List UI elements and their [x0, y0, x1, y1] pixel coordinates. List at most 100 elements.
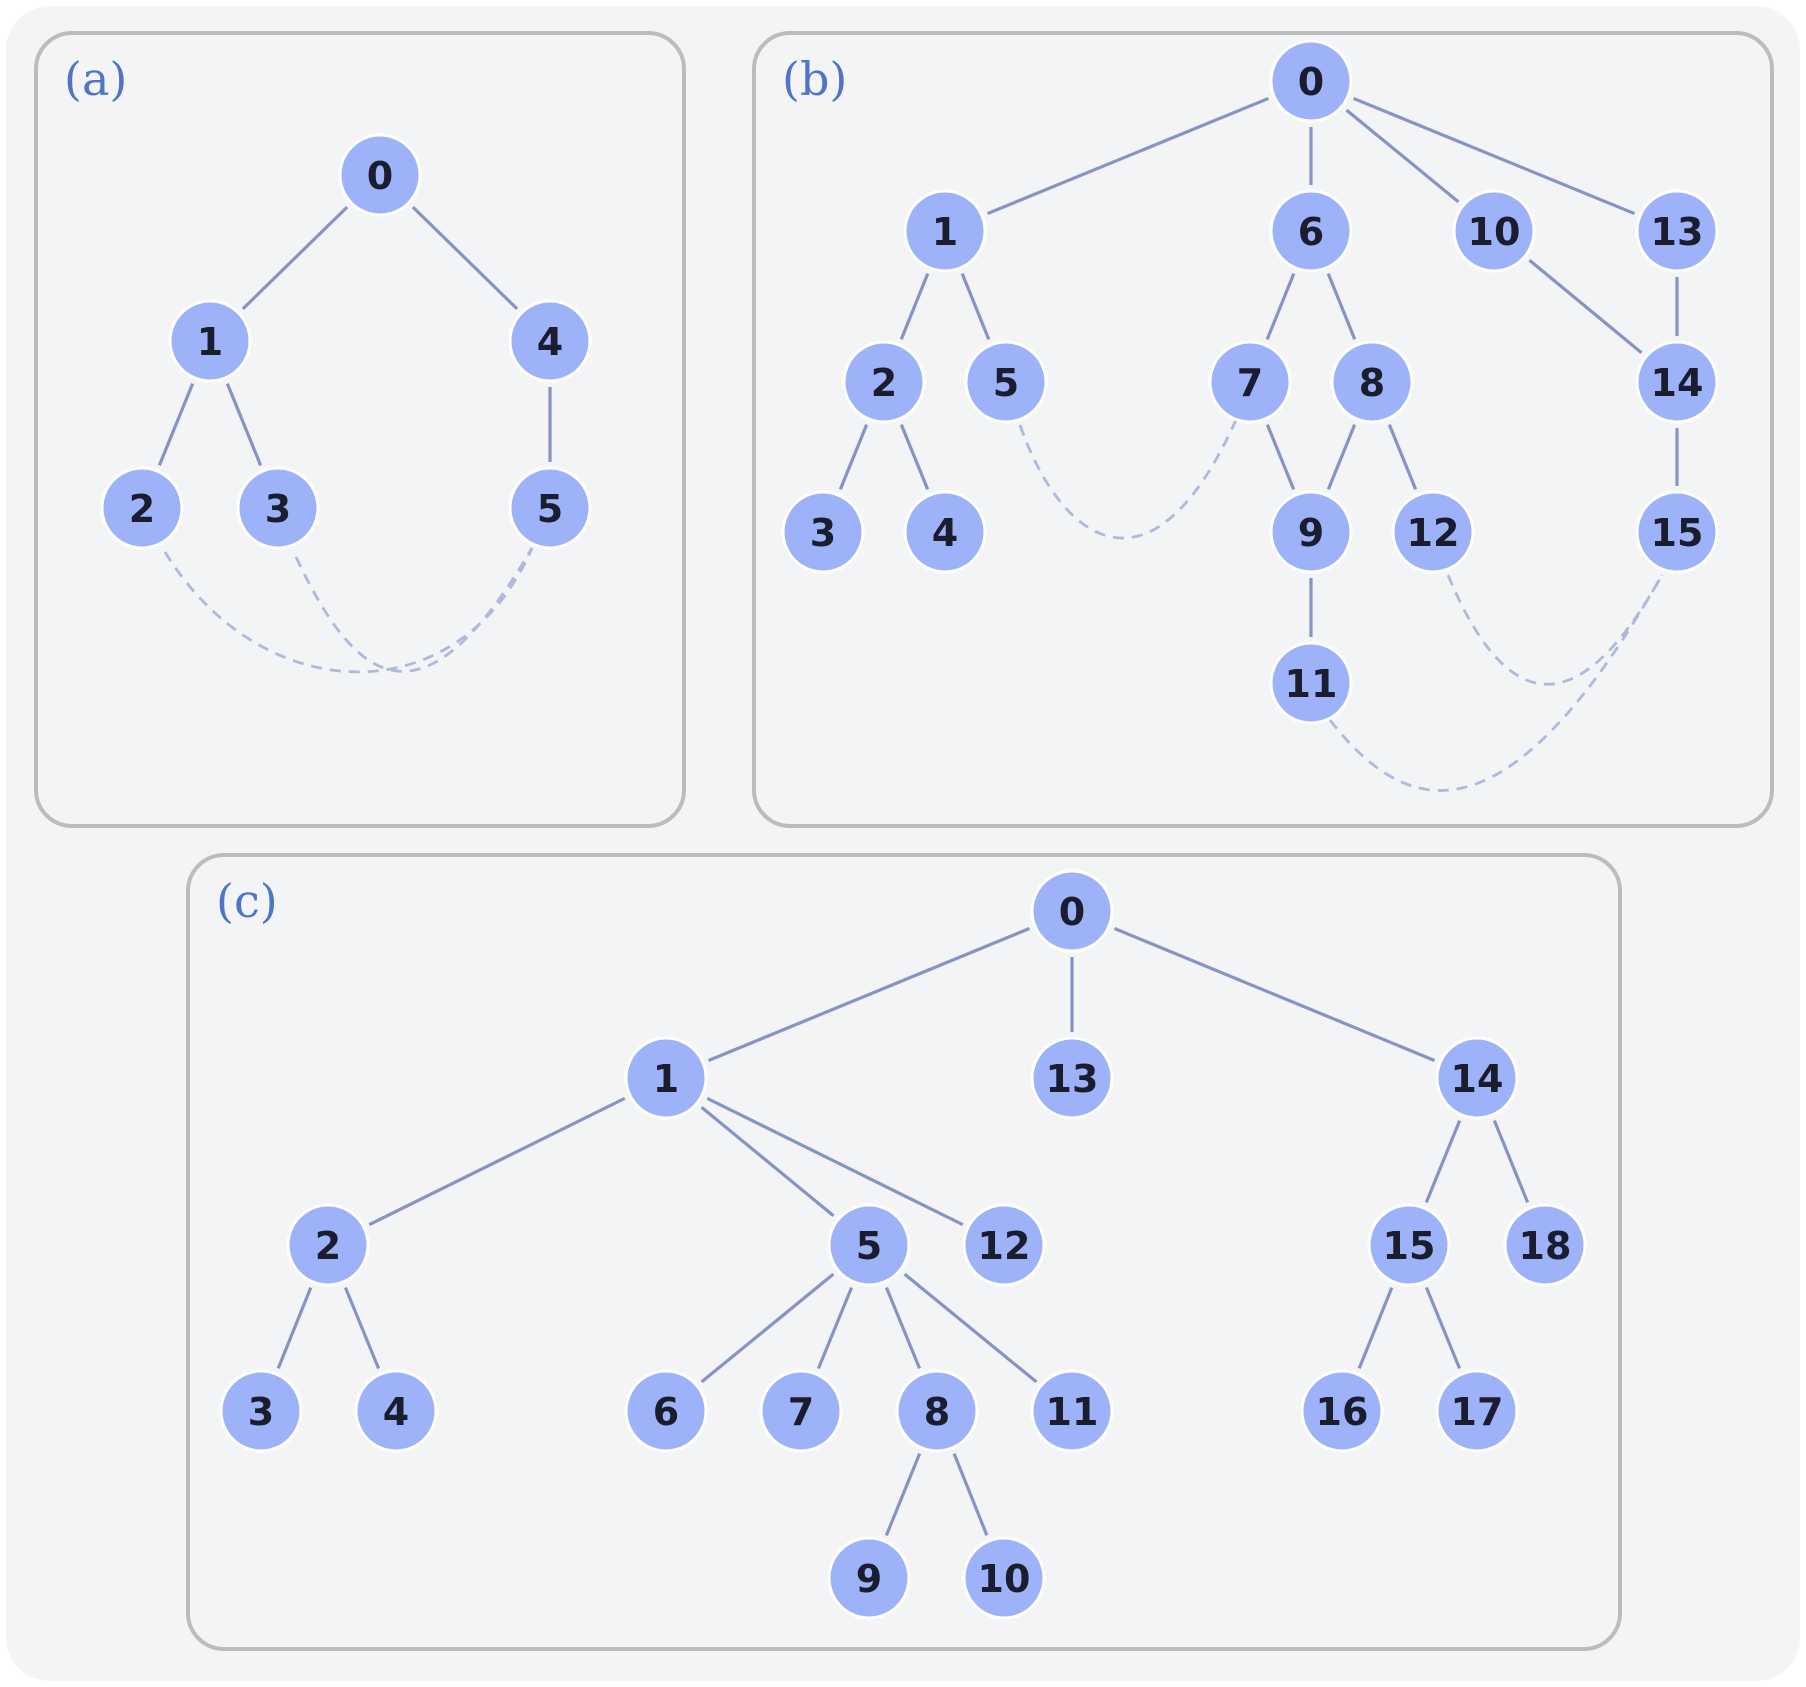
- node-circle: [1330, 340, 1414, 424]
- node-label: 8: [924, 1390, 950, 1434]
- node-circle: [1435, 1369, 1519, 1453]
- panel-a-edge-1-2: [157, 383, 195, 466]
- node-circle: [1435, 1036, 1519, 1120]
- node-label: 5: [993, 361, 1019, 405]
- node-circle: [903, 189, 987, 273]
- panel-c-node-9: 9: [827, 1536, 911, 1620]
- panel-b-node-10: 10: [1452, 189, 1536, 273]
- panel-c-edge-1-5: [700, 1105, 835, 1218]
- panel-b-node-9: 9: [1269, 490, 1353, 574]
- panel-b-node-6: 6: [1269, 189, 1353, 273]
- node-label: 1: [653, 1057, 679, 1101]
- node-circle: [1269, 189, 1353, 273]
- node-label: 6: [653, 1390, 679, 1434]
- node-circle: [338, 133, 422, 217]
- panel-a-dashed-edge-3-5: [294, 547, 534, 673]
- node-circle: [827, 1203, 911, 1287]
- node-circle: [236, 466, 320, 550]
- node-label: 4: [383, 1390, 409, 1434]
- panel-c-edge-15-17: [1424, 1286, 1462, 1370]
- node-circle: [1503, 1203, 1587, 1287]
- node-circle: [962, 1203, 1046, 1287]
- node-label: 0: [367, 154, 393, 198]
- node-label: 1: [932, 210, 958, 254]
- panel-c-label: (c): [216, 874, 278, 928]
- node-circle: [962, 1536, 1046, 1620]
- panel-b-node-3: 3: [781, 490, 865, 574]
- panel-c-edges: [276, 927, 1530, 1536]
- panel-b-dashed-edge-11-15: [1328, 574, 1664, 792]
- panel-b-node-13: 13: [1635, 189, 1719, 273]
- node-circle: [1452, 189, 1536, 273]
- panel-c-edge-0-14: [1113, 927, 1436, 1062]
- node-circle: [354, 1369, 438, 1453]
- node-label: 7: [1237, 361, 1263, 405]
- panel-c-node-3: 3: [219, 1369, 303, 1453]
- node-circle: [286, 1203, 370, 1287]
- panel-b-edge-2-4: [899, 424, 930, 490]
- panel-c-node-8: 8: [895, 1369, 979, 1453]
- panel-c-node-16: 16: [1300, 1369, 1384, 1453]
- panel-c-node-4: 4: [354, 1369, 438, 1453]
- node-circle: [759, 1369, 843, 1453]
- panel-c-edge-8-10: [952, 1453, 989, 1536]
- panel-b-edge-6-7: [1265, 273, 1296, 340]
- node-circle: [1300, 1369, 1384, 1453]
- node-label: 18: [1519, 1224, 1572, 1268]
- panel-b-edges: [838, 96, 1679, 637]
- panel-b-dashed-edges: [1018, 419, 1664, 792]
- node-label: 5: [856, 1224, 882, 1268]
- panel-b-edge-6-8: [1326, 273, 1357, 340]
- node-circle: [508, 299, 592, 383]
- node-circle: [1269, 490, 1353, 574]
- node-label: 10: [1468, 210, 1521, 254]
- panel-a-border: [34, 31, 686, 828]
- node-circle: [1030, 1036, 1114, 1120]
- node-circle: [1635, 189, 1719, 273]
- panel-c-node-17: 17: [1435, 1369, 1519, 1453]
- node-label: 15: [1383, 1224, 1436, 1268]
- node-circle: [100, 466, 184, 550]
- node-label: 7: [788, 1390, 814, 1434]
- node-circle: [1635, 490, 1719, 574]
- panel-c-node-18: 18: [1503, 1203, 1587, 1287]
- panel-c-node-12: 12: [962, 1203, 1046, 1287]
- node-label: 5: [537, 487, 563, 531]
- panel-c-node-0: 0: [1030, 869, 1114, 953]
- node-circle: [842, 340, 926, 424]
- panel-c-edge-2-4: [343, 1286, 381, 1370]
- panel-b-edge-1-2: [899, 273, 930, 340]
- panel-b-dashed-edge-5-7: [1018, 419, 1238, 540]
- node-label: 9: [1298, 511, 1324, 555]
- node-circle: [1635, 340, 1719, 424]
- panel-c-node-5: 5: [827, 1203, 911, 1287]
- panel-b-edge-7-9: [1265, 424, 1296, 490]
- panel-b-edge-2-3: [838, 424, 869, 490]
- node-circle: [1269, 641, 1353, 725]
- panel-c-node-13: 13: [1030, 1036, 1114, 1120]
- panel-a-node-0: 0: [338, 133, 422, 217]
- panel-b-edge-0-10: [1345, 108, 1460, 204]
- node-label: 17: [1451, 1390, 1504, 1434]
- panel-a-dashed-edges: [163, 547, 534, 674]
- panel-c-node-10: 10: [962, 1536, 1046, 1620]
- node-label: 14: [1651, 361, 1704, 405]
- node-label: 10: [978, 1557, 1031, 1601]
- panel-b-node-2: 2: [842, 340, 926, 424]
- panel-b-node-12: 12: [1391, 490, 1475, 574]
- node-label: 12: [978, 1224, 1031, 1268]
- panel-b-dashed-edge-12-15: [1446, 574, 1664, 686]
- panel-c-node-1: 1: [624, 1036, 708, 1120]
- node-circle: [219, 1369, 303, 1453]
- node-circle: [1030, 869, 1114, 953]
- panel-a-node-2: 2: [100, 466, 184, 550]
- panel-a-node-3: 3: [236, 466, 320, 550]
- panel-c-edge-5-8: [884, 1286, 922, 1370]
- node-circle: [781, 490, 865, 574]
